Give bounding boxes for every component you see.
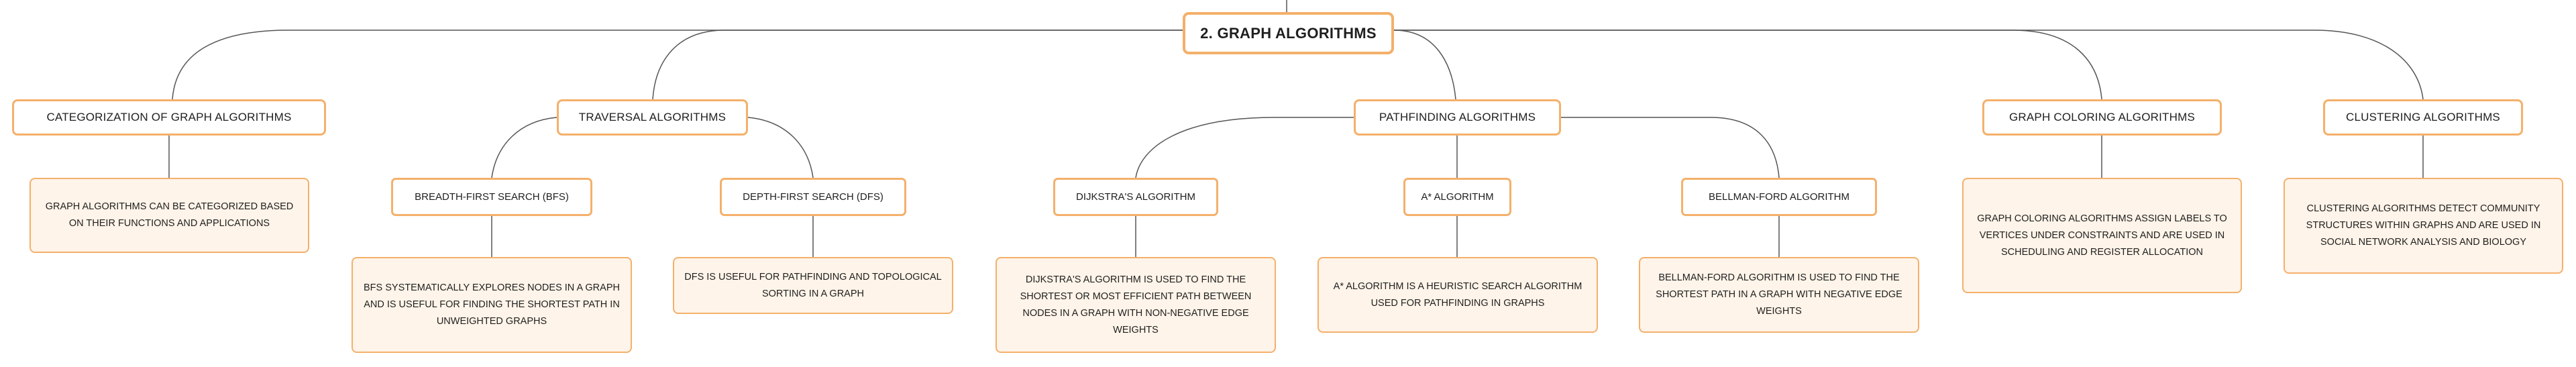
category-node-traversal[interactable]: TRAVERSAL ALGORITHMS (557, 99, 748, 136)
description-node-bfs[interactable]: BFS SYSTEMATICALLY EXPLORES NODES IN A G… (352, 257, 632, 353)
subtopic-node-dfs[interactable]: DEPTH-FIRST SEARCH (DFS) (720, 178, 906, 216)
category-node-pathfinding[interactable]: PATHFINDING ALGORITHMS (1354, 99, 1561, 136)
category-node-clustering[interactable]: CLUSTERING ALGORITHMS (2323, 99, 2523, 136)
description-node-bellman-ford[interactable]: BELLMAN-FORD ALGORITHM IS USED TO FIND T… (1639, 257, 1919, 333)
subtopic-node-a-star[interactable]: A* ALGORITHM (1403, 178, 1511, 216)
subtopic-node-bellman-ford[interactable]: BELLMAN-FORD ALGORITHM (1681, 178, 1877, 216)
category-node-categorization[interactable]: CATEGORIZATION OF GRAPH ALGORITHMS (12, 99, 326, 136)
description-node-graph-coloring[interactable]: GRAPH COLORING ALGORITHMS ASSIGN LABELS … (1962, 178, 2242, 293)
subtopic-node-dijkstra[interactable]: DIJKSTRA'S ALGORITHM (1053, 178, 1218, 216)
description-node-categorization[interactable]: GRAPH ALGORITHMS CAN BE CATEGORIZED BASE… (30, 178, 309, 253)
root-node[interactable]: 2. GRAPH ALGORITHMS (1183, 12, 1394, 54)
description-node-dijkstra[interactable]: DIJKSTRA'S ALGORITHM IS USED TO FIND THE… (996, 257, 1276, 353)
description-node-clustering[interactable]: CLUSTERING ALGORITHMS DETECT COMMUNITY S… (2284, 178, 2563, 274)
category-node-graph-coloring[interactable]: GRAPH COLORING ALGORITHMS (1982, 99, 2222, 136)
description-node-a-star[interactable]: A* ALGORITHM IS A HEURISTIC SEARCH ALGOR… (1318, 257, 1598, 333)
subtopic-node-bfs[interactable]: BREADTH-FIRST SEARCH (BFS) (391, 178, 592, 216)
description-node-dfs[interactable]: DFS IS USEFUL FOR PATHFINDING AND TOPOLO… (673, 257, 953, 314)
